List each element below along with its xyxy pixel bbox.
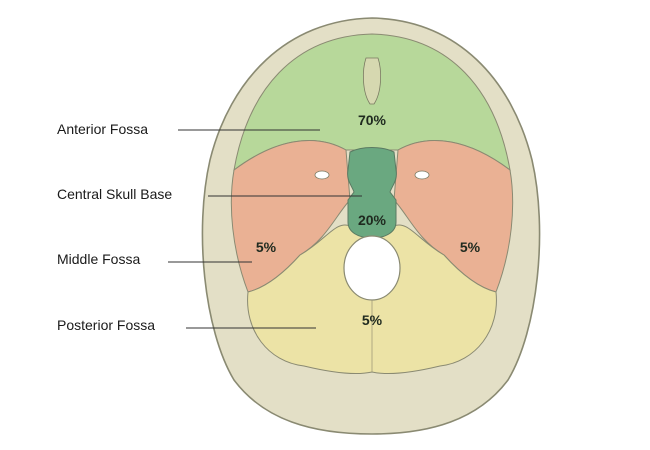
cribriform-plate [362, 57, 382, 105]
middle-fossa-label: Middle Fossa [57, 251, 141, 267]
anterior-percentage: 70% [357, 112, 387, 128]
foramen-magnum [343, 235, 401, 301]
middle-right-percentage: 5% [459, 239, 481, 255]
central-percentage: 20% [357, 212, 387, 228]
foramen-right [414, 170, 430, 180]
foramen-left [314, 170, 330, 180]
central-skull-base-label: Central Skull Base [57, 186, 173, 202]
central-skull-base-region [347, 147, 397, 239]
posterior-percentage: 5% [361, 312, 383, 328]
middle-left-percentage: 5% [255, 239, 277, 255]
posterior-fossa-label: Posterior Fossa [57, 317, 156, 333]
anterior-fossa-label: Anterior Fossa [57, 121, 149, 137]
